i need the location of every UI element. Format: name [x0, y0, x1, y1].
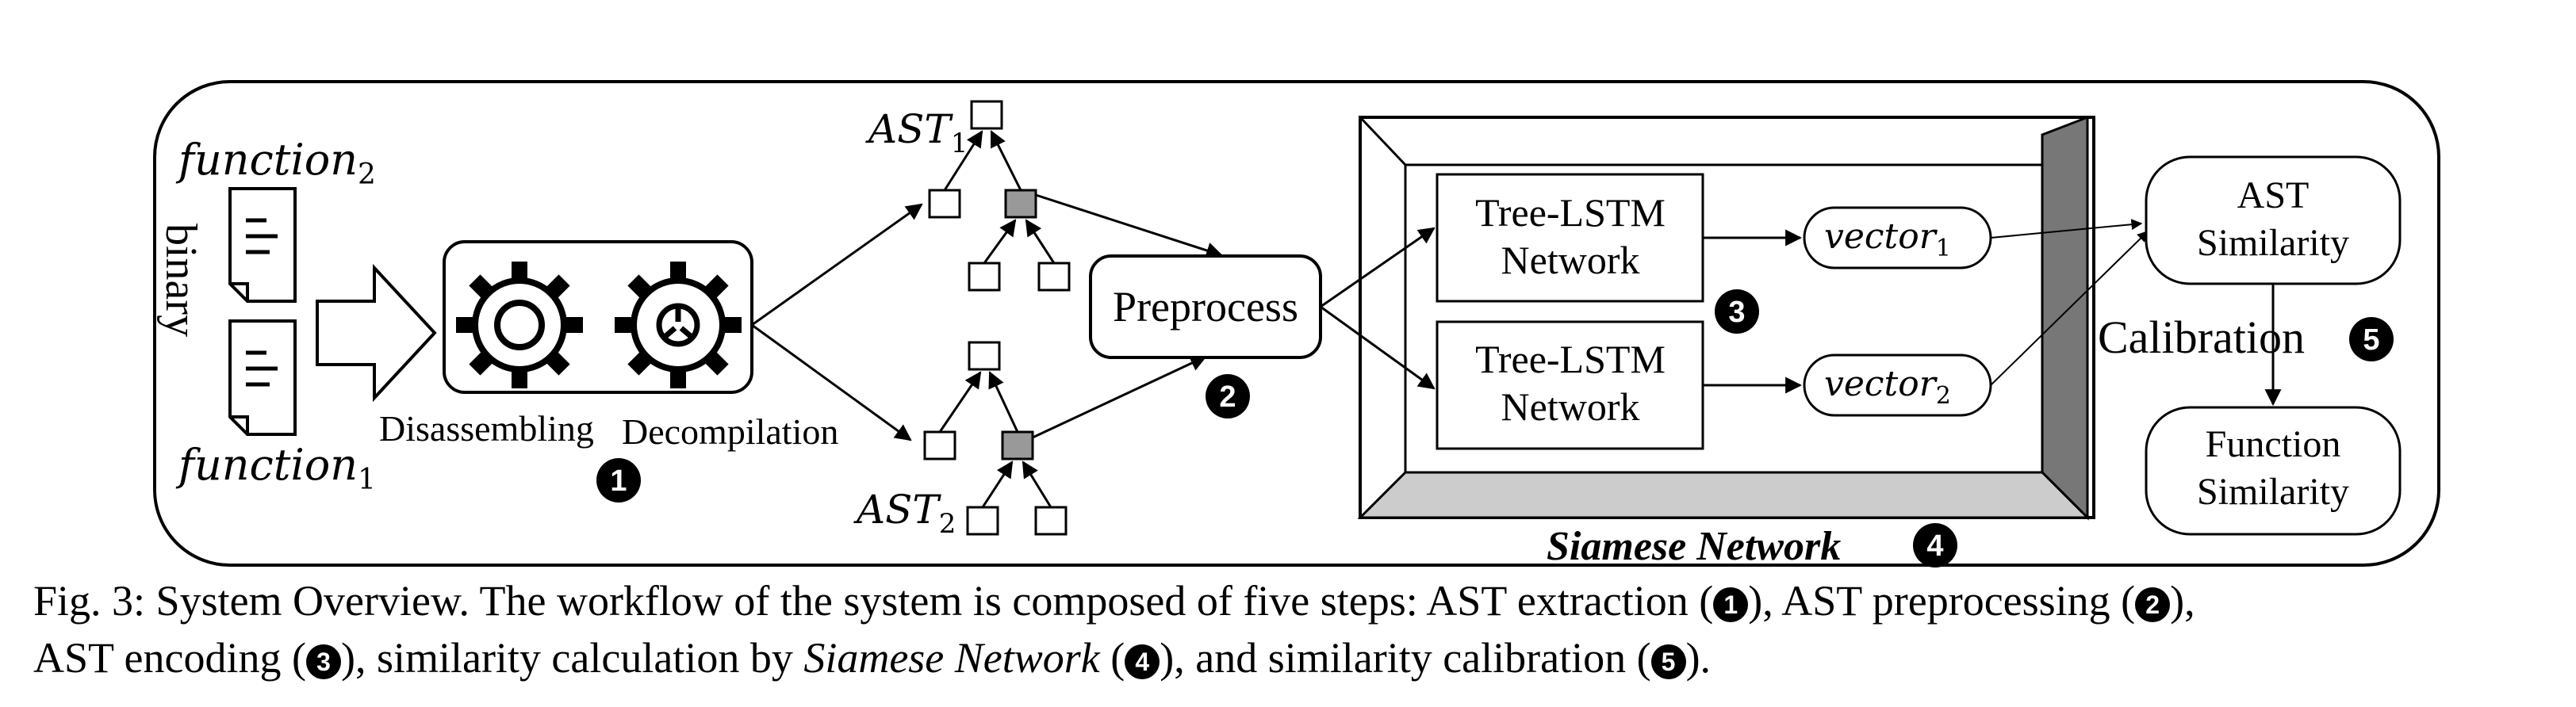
- caption-text-8: ).: [1685, 634, 1712, 682]
- caption-text-1: Fig. 3: System Overview. The workflow of…: [33, 577, 1714, 625]
- vector2-label: vector2: [1824, 364, 1951, 410]
- caption-text-6: (: [1099, 634, 1125, 682]
- vector1-label: vector1: [1824, 216, 1951, 262]
- system-overview-diagram: function2 binary function1: [153, 80, 2440, 569]
- tree-lstm-bottom-line2: Network: [1501, 384, 1640, 429]
- tree-lstm-top-box: [1436, 173, 1704, 303]
- step1-badge-circle: [596, 458, 641, 503]
- preprocess-label: Preprocess: [1113, 283, 1298, 331]
- caption-badge-1: 1: [1713, 587, 1749, 622]
- ast1-tree: [928, 100, 1071, 292]
- disassemble-decompile-box: [443, 240, 753, 394]
- ast-similarity-line2: Similarity: [2197, 222, 2349, 264]
- calibration-label: Calibration: [2098, 311, 2305, 363]
- binary-label: binary: [156, 224, 205, 337]
- siamese-network-title: Siamese Network: [1547, 524, 1841, 569]
- caption-siamese-italic: Siamese Network: [803, 634, 1100, 682]
- tree-lstm-top-line2: Network: [1501, 238, 1640, 282]
- caption-text-3: ),: [2170, 577, 2195, 625]
- step5-badge-circle: [2349, 317, 2394, 361]
- caption-text-2: ), AST preprocessing (: [1748, 577, 2136, 625]
- tree-lstm-bottom-line1: Tree-LSTM: [1475, 337, 1666, 381]
- step4-badge: 4: [1926, 529, 1943, 563]
- tree-lstm-top-line1: Tree-LSTM: [1475, 190, 1666, 235]
- hollow-arrow: [316, 263, 437, 403]
- ast2-label: AST2: [853, 487, 956, 540]
- function-similarity-line1: Function: [2206, 423, 2341, 465]
- caption-badge-2: 2: [2135, 587, 2171, 622]
- function1-label: function1: [175, 440, 376, 496]
- outer-frame: [153, 80, 2440, 567]
- function-similarity-line2: Similarity: [2197, 471, 2349, 513]
- ast1-label: AST1: [865, 106, 968, 159]
- step2-badge-circle: [1206, 374, 1250, 418]
- document-icon-top: [228, 187, 297, 303]
- ast2-tree: [923, 341, 1068, 536]
- document-icon-bottom: [228, 319, 297, 436]
- step2-badge: 2: [1219, 380, 1236, 414]
- step3-badge: 3: [1728, 296, 1745, 329]
- caption-text-7: ), and similarity calibration (: [1160, 634, 1651, 682]
- caption-badge-4: 4: [1125, 644, 1160, 679]
- ast-similarity-line1: AST: [2237, 174, 2310, 216]
- caption-badge-5: 5: [1650, 644, 1686, 679]
- figure-caption: Fig. 3: System Overview. The workflow of…: [33, 572, 2547, 686]
- function2-label: function2: [175, 135, 376, 191]
- function-similarity-box: [2145, 406, 2402, 536]
- gear-icon-disassembling: [456, 262, 583, 388]
- caption-badge-3: 3: [305, 644, 341, 679]
- step4-badge-circle: [1913, 523, 1957, 568]
- step3-badge-circle: [1715, 289, 1759, 334]
- caption-text-4: AST encoding (: [33, 634, 306, 682]
- gear-icon-decompilation: [615, 262, 742, 388]
- step1-badge: 1: [610, 464, 627, 498]
- step5-badge: 5: [2363, 323, 2379, 357]
- disassembling-label: Disassembling: [379, 408, 594, 449]
- decompilation-label: Decompilation: [622, 411, 838, 452]
- caption-text-5: ), similarity calculation by: [340, 634, 804, 682]
